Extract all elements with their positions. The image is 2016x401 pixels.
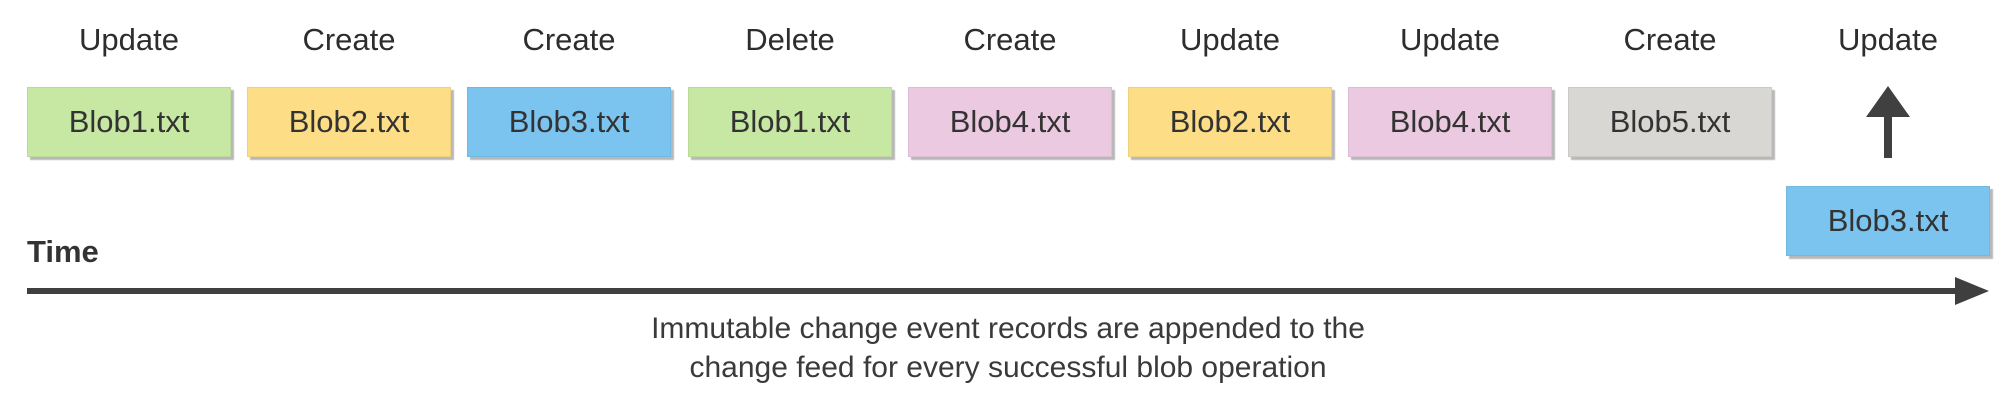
- caption-line-1: Immutable change event records are appen…: [651, 312, 1365, 345]
- timeline-axis: [27, 288, 1958, 294]
- event-column: Update Blob4.txt: [1348, 0, 1552, 300]
- blob-box: Blob2.txt: [247, 87, 451, 157]
- event-column: Create Blob4.txt: [908, 0, 1112, 300]
- blob-box: Blob1.txt: [27, 87, 231, 157]
- event-column: Update Blob2.txt: [1128, 0, 1332, 300]
- timeline-arrowhead-icon: [1955, 277, 1989, 305]
- up-arrow-icon: [1866, 86, 1910, 158]
- event-column: Delete Blob1.txt: [688, 0, 892, 300]
- operation-label: Create: [963, 22, 1057, 57]
- operation-label: Update: [79, 22, 179, 57]
- operation-label: Create: [1623, 22, 1717, 57]
- operation-label: Update: [1180, 22, 1280, 57]
- operation-label: Update: [1400, 22, 1500, 57]
- operation-label: Create: [302, 22, 396, 57]
- operation-label: Delete: [745, 22, 835, 57]
- event-column: Create Blob3.txt: [467, 0, 671, 300]
- blob-box: Blob2.txt: [1128, 87, 1332, 157]
- operation-label: Update: [1838, 22, 1938, 57]
- blob-box: Blob1.txt: [688, 87, 892, 157]
- blob-box: Blob3.txt: [467, 87, 671, 157]
- event-column: Create Blob5.txt: [1568, 0, 1772, 300]
- blob-box: Blob5.txt: [1568, 87, 1772, 157]
- operation-label: Create: [522, 22, 616, 57]
- caption-line-2: change feed for every successful blob op…: [689, 351, 1327, 384]
- event-column: Update Blob3.txt: [1786, 0, 1990, 300]
- caption: Immutable change event records are appen…: [0, 309, 2016, 387]
- blob-box: Blob4.txt: [1348, 87, 1552, 157]
- time-label: Time: [27, 234, 99, 269]
- blob-box: Blob4.txt: [908, 87, 1112, 157]
- blob-box: Blob3.txt: [1786, 186, 1990, 256]
- event-column: Update Blob1.txt: [27, 0, 231, 300]
- event-column: Create Blob2.txt: [247, 0, 451, 300]
